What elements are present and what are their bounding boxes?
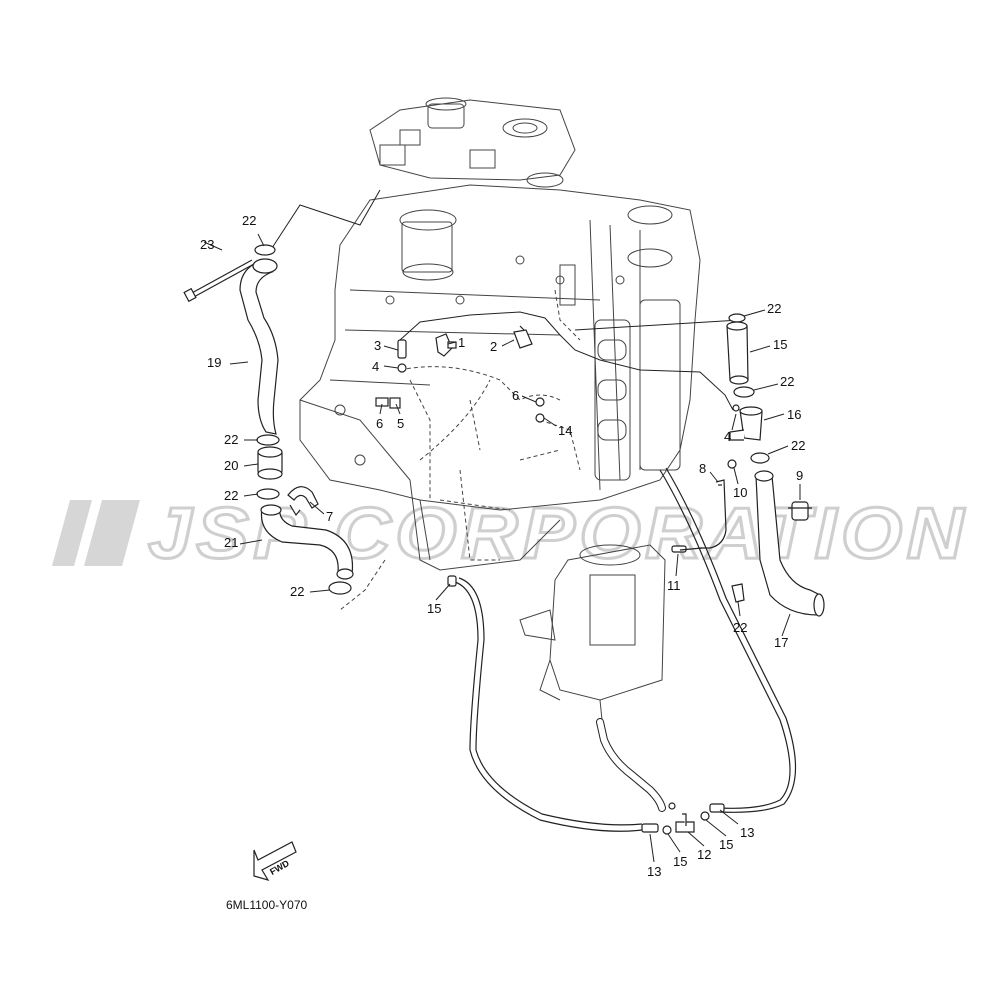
callout-14: 13 xyxy=(647,864,662,879)
callout-16: 19 xyxy=(207,355,222,370)
clamp-22-d xyxy=(328,581,352,595)
clamp-9 xyxy=(788,501,812,521)
clamp-10 xyxy=(727,459,737,469)
clamp-22-f xyxy=(733,386,755,398)
fuel-module-ghost xyxy=(519,544,666,721)
callout-13-text: 13 xyxy=(740,825,755,840)
callout-23: 23 xyxy=(200,237,215,252)
callout-21: 17 xyxy=(774,635,789,650)
bolt-6-5 xyxy=(375,397,545,423)
clamp-22-e xyxy=(728,313,746,323)
callout-22-a: 22 xyxy=(242,213,257,228)
callout-11: 11 xyxy=(667,578,681,593)
callout-4-b: 4 xyxy=(724,429,732,444)
callout-22-c: 22 xyxy=(224,488,239,503)
callout-18: 21 xyxy=(224,535,239,550)
callout-15-d: 15 xyxy=(719,837,734,852)
callout-10: 10 xyxy=(733,485,748,500)
clamp-22-b xyxy=(256,434,280,446)
drawing-code: 6ML1100-Y070 xyxy=(226,898,308,912)
hose-19 xyxy=(726,321,749,385)
callout-3: 3 xyxy=(374,338,382,353)
hose-18 xyxy=(260,504,354,580)
callout-22-d: 22 xyxy=(290,584,305,599)
callout-22-b: 22 xyxy=(224,432,239,447)
hose-16 xyxy=(239,258,279,435)
hose-8 xyxy=(700,479,727,549)
callout-22-h: 22 xyxy=(733,620,748,635)
fitting-20 xyxy=(729,406,763,441)
clamp-22-c xyxy=(256,488,280,500)
clamp-22-a xyxy=(254,244,276,256)
leader-lines xyxy=(203,233,801,863)
engine-block-ghost xyxy=(299,97,701,571)
callout-15-b: 15 xyxy=(427,601,442,616)
fitting-17 xyxy=(257,446,283,480)
clip-1 xyxy=(435,333,457,357)
callout-5: 5 xyxy=(397,416,405,431)
callout-8: 8 xyxy=(699,461,707,476)
callout-15-c: 15 xyxy=(673,854,688,869)
callout-22-g: 22 xyxy=(791,438,806,453)
callout-17: 20 xyxy=(224,458,239,473)
clamp-22-g xyxy=(750,452,770,464)
callout-1: 1 xyxy=(458,335,466,350)
fittings-bottom xyxy=(447,575,725,835)
clip-2 xyxy=(513,325,533,349)
fitting-11 xyxy=(671,545,687,553)
fwd-arrow-icon: FWD xyxy=(253,841,297,881)
callout-22-f: 22 xyxy=(780,374,795,389)
callout-7: 7 xyxy=(326,509,334,524)
callout-6-a: 6 xyxy=(376,416,384,431)
internal-hose-routing xyxy=(339,289,581,611)
callout-12: 12 xyxy=(697,847,712,862)
callout-22-e: 22 xyxy=(767,301,782,316)
callout-2: 2 xyxy=(490,339,498,354)
hose-21 xyxy=(754,470,825,617)
hose-3 xyxy=(397,339,407,359)
clamp-4-a xyxy=(397,363,407,373)
callout-6-b: 6 xyxy=(512,388,520,403)
callout-9: 9 xyxy=(796,468,804,483)
callout-19-label: 15 xyxy=(773,337,788,352)
tie-23 xyxy=(183,259,255,303)
callout-15-a: 14 xyxy=(558,423,573,438)
callout-20: 16 xyxy=(787,407,802,422)
fuel-lines xyxy=(454,467,797,832)
clamp-22-h xyxy=(731,583,745,603)
bracket-7 xyxy=(287,486,319,517)
clamp-4-b xyxy=(732,404,740,412)
callout-4-a: 4 xyxy=(372,359,380,374)
